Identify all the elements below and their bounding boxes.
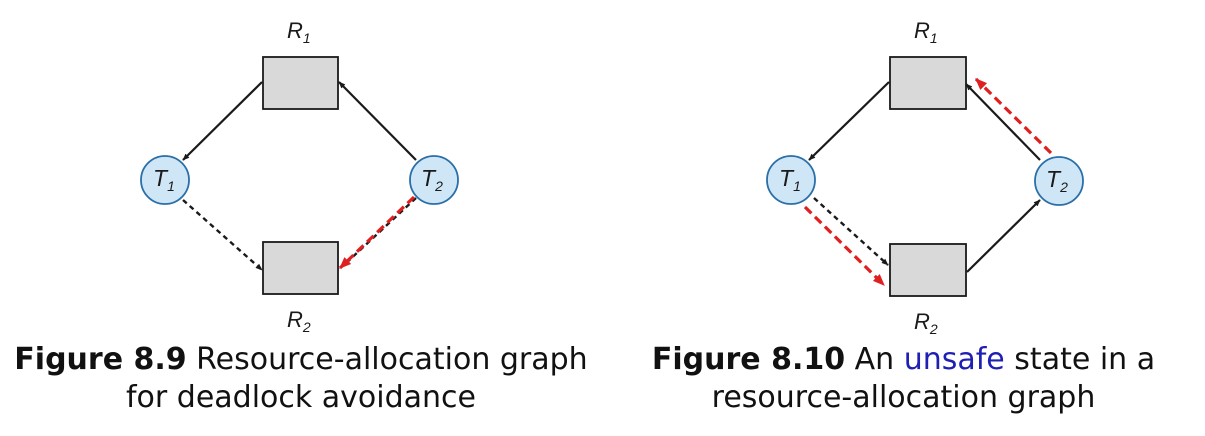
- caption-text-post: state in a: [1004, 342, 1156, 377]
- request-edge-t2-to-r1: [965, 83, 1041, 161]
- figure-number: Figure 8.9: [14, 342, 187, 377]
- thread-t2-node: [409, 155, 459, 205]
- figure-caption: Figure 8.9 Resource-allocation graph for…: [0, 341, 602, 417]
- claim-edge-t1-to-r2: [182, 199, 263, 271]
- resource-r2-box: [262, 241, 339, 295]
- caption-line-1: Figure 8.10 An unsafe state in a: [602, 341, 1205, 379]
- thread-t1-node: [766, 155, 816, 205]
- thread-t2-label: T2: [1046, 166, 1068, 195]
- thread-t1-label: T1: [779, 165, 801, 194]
- rag-diagram-left: R1 R2 T1 T2: [140, 18, 459, 335]
- figure-number: Figure 8.10: [651, 342, 846, 377]
- highlighted-claim-edge-t2-to-r2: [338, 195, 416, 270]
- highlighted-claim-edge-t1-to-r2: [803, 205, 886, 287]
- caption-text: Resource-allocation graph: [186, 342, 588, 377]
- assignment-edge-r1-to-t1: [808, 81, 890, 161]
- caption-text-pre: An: [845, 342, 904, 377]
- assignment-edge-r1-to-t1: [182, 81, 263, 161]
- figure-caption: Figure 8.10 An unsafe state in a resourc…: [602, 341, 1205, 417]
- resource-r1-box: [889, 56, 967, 110]
- caption-line-2: resource-allocation graph: [711, 380, 1096, 415]
- resource-r2-box: [889, 243, 967, 297]
- assignment-edge-r2-to-t2: [966, 199, 1041, 273]
- caption-highlight-word: unsafe: [903, 342, 1005, 377]
- highlighted-request-edge-t2-to-r1: [974, 77, 1053, 155]
- resource-r1-box: [262, 56, 339, 110]
- caption-line-1: Figure 8.9 Resource-allocation graph: [0, 341, 602, 379]
- resource-r1-label: R1: [287, 18, 311, 46]
- resource-r2-label: R2: [914, 309, 938, 337]
- figure-8-10: R1 R2 T1 T2 Figure 8.10 An unsafe state …: [602, 0, 1205, 436]
- thread-t1-node: [140, 155, 190, 205]
- caption-line-2: for deadlock avoidance: [125, 380, 477, 415]
- thread-t1-label: T1: [153, 165, 175, 194]
- thread-t2-label: T2: [421, 165, 443, 194]
- figure-8-9: R1 R2 T1 T2 Figure 8.9 Resource-allocati…: [0, 0, 602, 436]
- rag-diagram-right: R1 R2 T1 T2: [766, 18, 1084, 337]
- request-edge-t2-to-r1: [338, 81, 417, 161]
- thread-t2-node: [1034, 156, 1084, 206]
- resource-r1-label: R1: [914, 18, 938, 46]
- resource-r2-label: R2: [287, 307, 311, 335]
- claim-edge-t1-to-r2: [813, 197, 889, 266]
